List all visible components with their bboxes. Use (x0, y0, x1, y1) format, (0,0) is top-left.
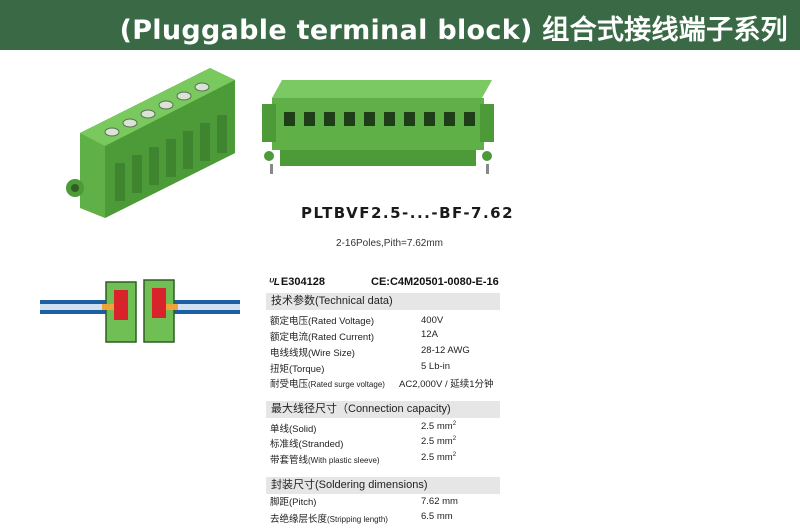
tech-row-value: 12A (421, 329, 438, 340)
soldering-row-label-en: (Stripping length) (327, 515, 388, 524)
connection-row-value: 2.5 mm (421, 436, 453, 448)
tech-row-label: 耐受电压 (270, 379, 309, 390)
ce-certification: CE:C4M20501-0080-E-16 (371, 276, 499, 288)
wiring-cross-section-diagram (40, 279, 240, 343)
ul-logo-icon: ᵁL (269, 277, 280, 288)
connection-row-value: 2.5 mm (421, 452, 453, 464)
tech-row-value: 5 Lb-in (421, 361, 451, 372)
connection-row-label: 标准线(Stranded) (270, 439, 344, 450)
soldering-row-label-group: 去绝缘层长度(Stripping length) (270, 511, 388, 525)
ul-number: E304128 (280, 276, 325, 288)
tech-row-value: 28-12 AWG (421, 345, 470, 356)
soldering-row-label: 脚距(Pitch) (270, 497, 317, 508)
terminal-block-photo-front (262, 80, 494, 174)
soldering-row-value: 7.62 mm (421, 496, 458, 507)
technical-data-heading: 技术参数(Technical data) (266, 293, 500, 310)
connection-capacity-heading: 最大线径尺寸（Connection capacity) (266, 401, 500, 418)
tech-row-label: 额定电压(Rated Voltage) (270, 316, 375, 327)
tech-row-label-en: (Rated surge voltage) (308, 380, 385, 389)
product-model: PLTBVF2.5-...-BF-7.62 (301, 204, 515, 222)
product-spec-line: 2-16Poles,Pith=7.62mm (336, 238, 444, 249)
page-title: (Pluggable terminal block) 组合式接线端子系列 (119, 15, 788, 46)
connection-row-value-group: 2.5 mm2 (421, 421, 456, 432)
connection-row-label: 带套管线 (270, 455, 309, 466)
connection-row-unit-sup: 2 (452, 436, 457, 442)
connection-row-value-group: 2.5 mm2 (421, 452, 456, 463)
tech-row-label-group: 耐受电压(Rated surge voltage) (270, 376, 385, 390)
connection-row-label-group: 带套管线(With plastic sleeve) (270, 452, 380, 466)
ul-certification: ᵁLE304128 (269, 276, 325, 288)
soldering-dimensions-heading: 封装尺寸(Soldering dimensions) (266, 477, 500, 494)
tech-row-label: 额定电流(Rated Current) (270, 332, 374, 343)
tech-row-label: 电线线规(Wire Size) (270, 348, 355, 359)
connection-row-unit-sup: 2 (452, 421, 457, 427)
soldering-row-value: 6.5 mm (421, 511, 453, 522)
header-bar: (Pluggable terminal block) 组合式接线端子系列 (0, 0, 800, 50)
tech-row-value: AC2,000V / 延续1分钟 (399, 379, 494, 390)
tech-row-label: 扭矩(Torque) (270, 364, 325, 375)
connection-row-label: 单线(Solid) (270, 424, 317, 435)
tech-row-value: 400V (421, 315, 444, 326)
connection-row-value-group: 2.5 mm2 (421, 436, 456, 447)
connection-row-value: 2.5 mm (421, 421, 453, 433)
connection-row-label-en: (With plastic sleeve) (308, 456, 380, 465)
terminal-block-photo-angled (66, 68, 235, 218)
soldering-row-label: 去绝缘层长度 (270, 514, 328, 525)
connection-row-unit-sup: 2 (452, 452, 457, 458)
